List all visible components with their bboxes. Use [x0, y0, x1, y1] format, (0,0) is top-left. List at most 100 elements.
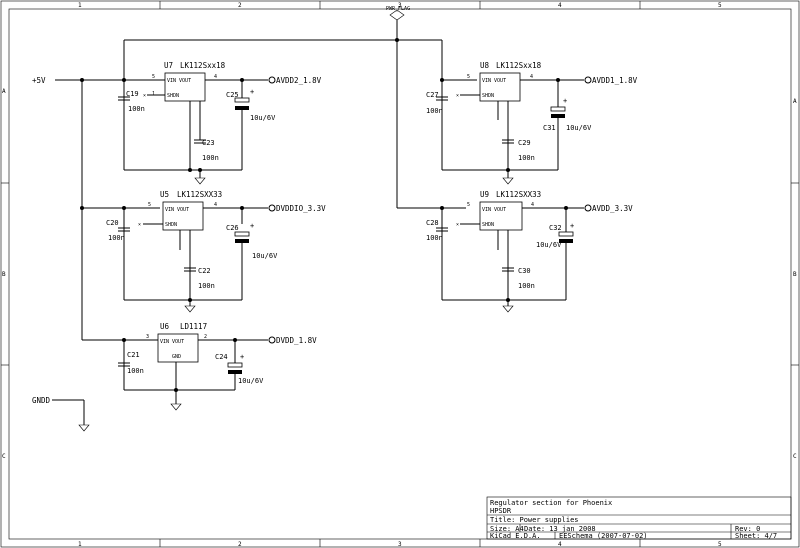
- capacitor-c27[interactable]: C27 100n: [426, 91, 448, 115]
- c23-value: 100n: [202, 154, 219, 162]
- net-avdd1: AVDD1_1.8V: [592, 76, 638, 85]
- frame-col-2: 2: [238, 2, 242, 9]
- title-tool: KiCad E.D.A.: [490, 532, 541, 540]
- svg-text:×: ×: [456, 93, 459, 99]
- svg-text:×: ×: [143, 93, 146, 99]
- u6-ref: U6: [160, 322, 170, 331]
- regulator-u9[interactable]: U9 LK112SXX33 VIN VOUT SHDN 5 4 ×: [456, 190, 541, 231]
- title-title: Title: Power supplies: [490, 516, 579, 524]
- capacitor-c26[interactable]: + C26 10u/6V: [226, 222, 278, 260]
- c32-ref: C32: [549, 224, 562, 232]
- net-dvddio-connector: [268, 204, 276, 212]
- frame-col-4: 4: [558, 2, 562, 9]
- u5-shdn: SHDN: [165, 222, 177, 228]
- c25-ref: C25: [226, 91, 239, 99]
- capacitor-c19[interactable]: C19 100n: [118, 90, 145, 113]
- frame-row-b: B: [2, 271, 6, 278]
- capacitor-c24[interactable]: + C24 10u/6V: [215, 353, 264, 385]
- u7-ref: U7: [164, 61, 173, 70]
- svg-text:+: +: [240, 353, 244, 361]
- u7-pin1: 1: [152, 91, 155, 97]
- ground-symbols: [78, 170, 514, 432]
- u8-pin5: 5: [467, 74, 470, 80]
- frame-row-c: C: [2, 453, 6, 460]
- u6-pin2: 2: [204, 334, 207, 340]
- u8-pin4: 4: [530, 74, 533, 80]
- regulator-u7[interactable]: U7 LK112Sxx18 VIN VOUT SHDN 5 4 1 ×: [143, 61, 226, 102]
- c22-value: 100n: [198, 282, 215, 290]
- net-gndd: GNDD: [32, 396, 51, 405]
- u8-value: LK112Sxx18: [496, 61, 542, 70]
- capacitor-c28[interactable]: C28 100n: [426, 219, 448, 242]
- net-dvdd18: DVDD_1.8V: [276, 336, 317, 345]
- regulator-u6[interactable]: U6 LD1117 VIN VOUT GND 3 2: [146, 322, 207, 363]
- u7-pin-labels: VIN VOUT: [167, 78, 191, 84]
- c19-ref: C19: [126, 90, 139, 98]
- u8-ref: U8: [480, 61, 490, 70]
- c29-ref: C29: [518, 139, 531, 147]
- c20-ref: C20: [106, 219, 119, 227]
- capacitor-c23[interactable]: C23 100n: [194, 139, 219, 162]
- frame-col-1: 1: [78, 2, 82, 9]
- svg-text:+: +: [250, 88, 254, 96]
- c27-value: 100n: [426, 107, 443, 115]
- frame-row-b-right: B: [793, 271, 797, 278]
- u7-pin5: 5: [152, 74, 155, 80]
- c29-value: 100n: [518, 154, 535, 162]
- c20-value: 100n: [108, 234, 125, 242]
- net-avdd2-connector: [268, 76, 276, 84]
- frame-col-5: 5: [718, 2, 722, 9]
- c30-value: 100n: [518, 282, 535, 290]
- u7-shdn: SHDN: [167, 93, 179, 99]
- power-flag-label: PWR_FLAG: [386, 6, 410, 12]
- title-line2: HPSDR: [490, 507, 512, 515]
- c26-ref: C26: [226, 224, 239, 232]
- regulator-u5[interactable]: U5 LK112SXX33 VIN VOUT SHDN 5 4 ×: [138, 190, 222, 231]
- capacitor-c30[interactable]: C30 100n: [502, 267, 535, 290]
- net-dvdd18-connector: [268, 336, 276, 344]
- net-plus5v: +5V: [32, 76, 46, 85]
- u9-pin-labels: VIN VOUT: [482, 207, 506, 213]
- power-flag[interactable]: PWR_FLAG: [386, 6, 410, 40]
- title-date: Date: 13 jan 2008: [524, 525, 596, 533]
- title-sheet: Sheet: 4/7: [735, 532, 777, 540]
- capacitor-c22[interactable]: C22 100n: [184, 267, 215, 290]
- c21-ref: C21: [127, 351, 140, 359]
- u7-pin4: 4: [214, 74, 217, 80]
- capacitor-c32[interactable]: + C32 10u/6V: [536, 222, 574, 249]
- capacitor-c29[interactable]: C29 100n: [502, 139, 535, 162]
- u6-gnd: GND: [172, 354, 181, 360]
- wires: [52, 39, 584, 425]
- u9-pin5: 5: [467, 202, 470, 208]
- capacitor-c21[interactable]: C21 100n: [118, 351, 144, 375]
- frame-row-c-right: C: [793, 453, 797, 460]
- u6-value: LD1117: [180, 322, 207, 331]
- capacitor-c25[interactable]: + C25 10u/6V: [226, 88, 276, 122]
- c30-ref: C30: [518, 267, 531, 275]
- regulator-u8[interactable]: U8 LK112Sxx18 VIN VOUT SHDN 5 4 ×: [456, 61, 542, 102]
- title-line1: Regulator section for Phoenix: [490, 499, 612, 507]
- junctions: [80, 38, 568, 392]
- u5-pin4: 4: [214, 202, 217, 208]
- u5-ref: U5: [160, 190, 169, 199]
- u9-value: LK112SXX33: [496, 190, 541, 199]
- net-avdd33-connector: [584, 204, 592, 212]
- svg-text:×: ×: [138, 222, 141, 228]
- u9-shdn: SHDN: [482, 222, 494, 228]
- c25-value: 10u/6V: [250, 114, 276, 122]
- svg-text:+: +: [563, 97, 567, 105]
- capacitor-c20[interactable]: C20 100n: [106, 219, 130, 242]
- u9-pin4: 4: [531, 202, 534, 208]
- c24-value: 10u/6V: [238, 377, 264, 385]
- c31-ref: C31: [543, 124, 556, 132]
- c22-ref: C22: [198, 267, 211, 275]
- capacitor-c31[interactable]: + C31 10u/6V: [543, 97, 592, 132]
- title-block: Regulator section for Phoenix HPSDR Titl…: [486, 496, 792, 540]
- c28-ref: C28: [426, 219, 439, 227]
- svg-text:+: +: [250, 222, 254, 230]
- title-size: Size: A4: [490, 525, 524, 533]
- c24-ref: C24: [215, 353, 228, 361]
- c19-value: 100n: [128, 105, 145, 113]
